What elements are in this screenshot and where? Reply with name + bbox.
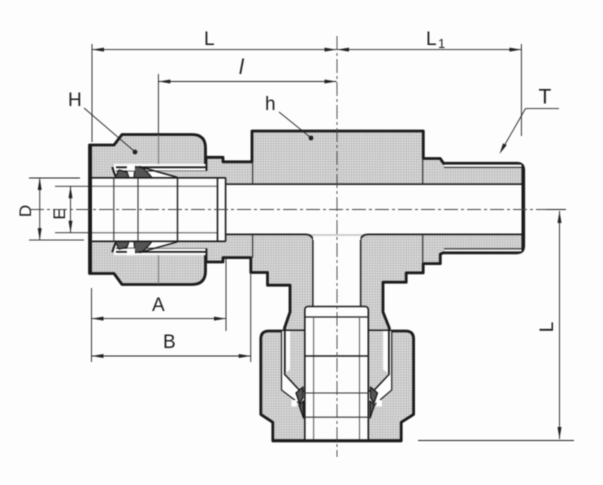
svg-text:B: B [163, 332, 176, 353]
svg-text:E: E [50, 208, 69, 219]
svg-text:L: L [204, 29, 215, 50]
svg-text:T: T [539, 86, 552, 109]
svg-text:h: h [265, 94, 276, 115]
svg-text:H: H [68, 90, 82, 111]
svg-text:A: A [152, 295, 165, 316]
svg-text:L: L [426, 29, 437, 50]
svg-text:L: L [537, 322, 558, 333]
svg-text:l: l [239, 56, 245, 79]
svg-text:D: D [16, 205, 35, 217]
svg-text:1: 1 [438, 36, 445, 51]
